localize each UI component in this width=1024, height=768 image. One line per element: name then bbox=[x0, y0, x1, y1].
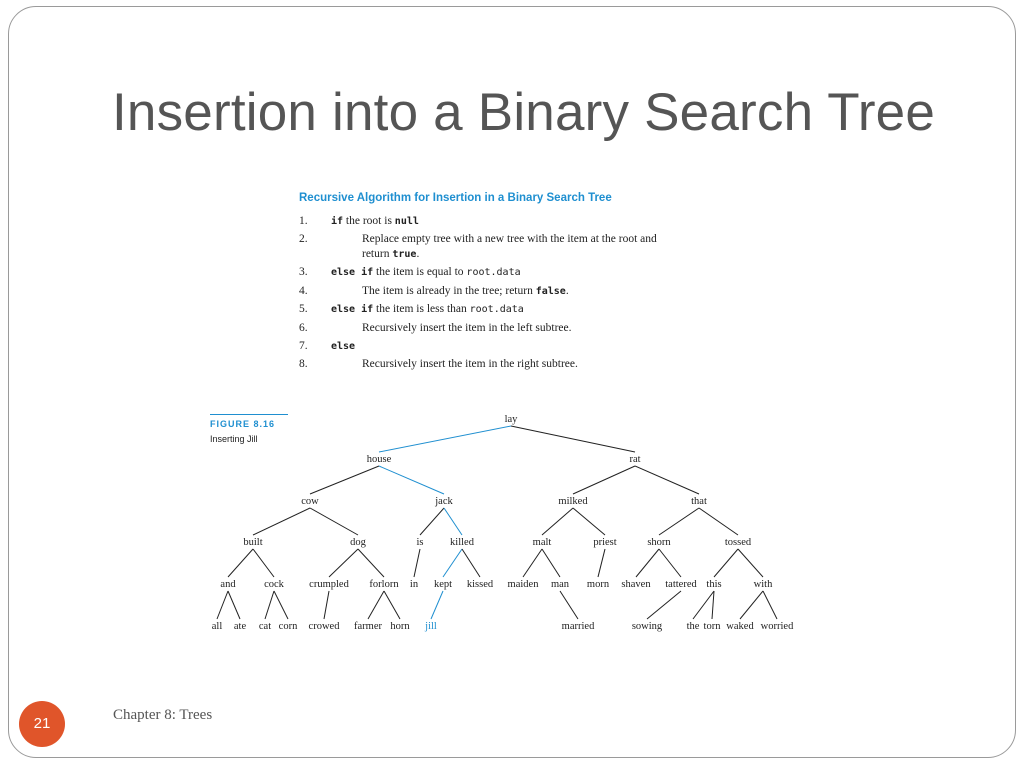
step-number: 1. bbox=[299, 215, 308, 227]
step-text: Replace empty tree with a new tree with … bbox=[362, 233, 657, 245]
step-number: 5. bbox=[299, 303, 308, 315]
slide-frame bbox=[8, 6, 1016, 758]
step-text: Recursively insert the item in the left … bbox=[362, 322, 572, 334]
step-text: Recursively insert the item in the right… bbox=[362, 358, 578, 370]
step-number: 8. bbox=[299, 358, 308, 370]
step-number: 3. bbox=[299, 266, 308, 278]
page-number-badge: 21 bbox=[19, 701, 65, 747]
algorithm-heading: Recursive Algorithm for Insertion in a B… bbox=[299, 192, 612, 204]
footer-chapter: Chapter 8: Trees bbox=[113, 707, 213, 723]
step-text: else if the item is less than root.data bbox=[331, 303, 524, 315]
step-text: return true. bbox=[362, 248, 420, 260]
step-number: 2. bbox=[299, 233, 308, 245]
figure-rule bbox=[210, 414, 288, 415]
figure-title: Inserting Jill bbox=[210, 434, 258, 444]
step-number: 6. bbox=[299, 322, 308, 334]
step-number: 4. bbox=[299, 285, 308, 297]
slide-title: Insertion into a Binary Search Tree bbox=[112, 83, 936, 142]
step-text: The item is already in the tree; return … bbox=[362, 285, 569, 297]
step-text: if the root is null bbox=[331, 215, 419, 227]
step-text: else if the item is equal to root.data bbox=[331, 266, 521, 278]
figure-label: FIGURE 8.16 bbox=[210, 419, 276, 429]
step-text: else bbox=[331, 341, 356, 352]
step-number: 7. bbox=[299, 340, 308, 352]
